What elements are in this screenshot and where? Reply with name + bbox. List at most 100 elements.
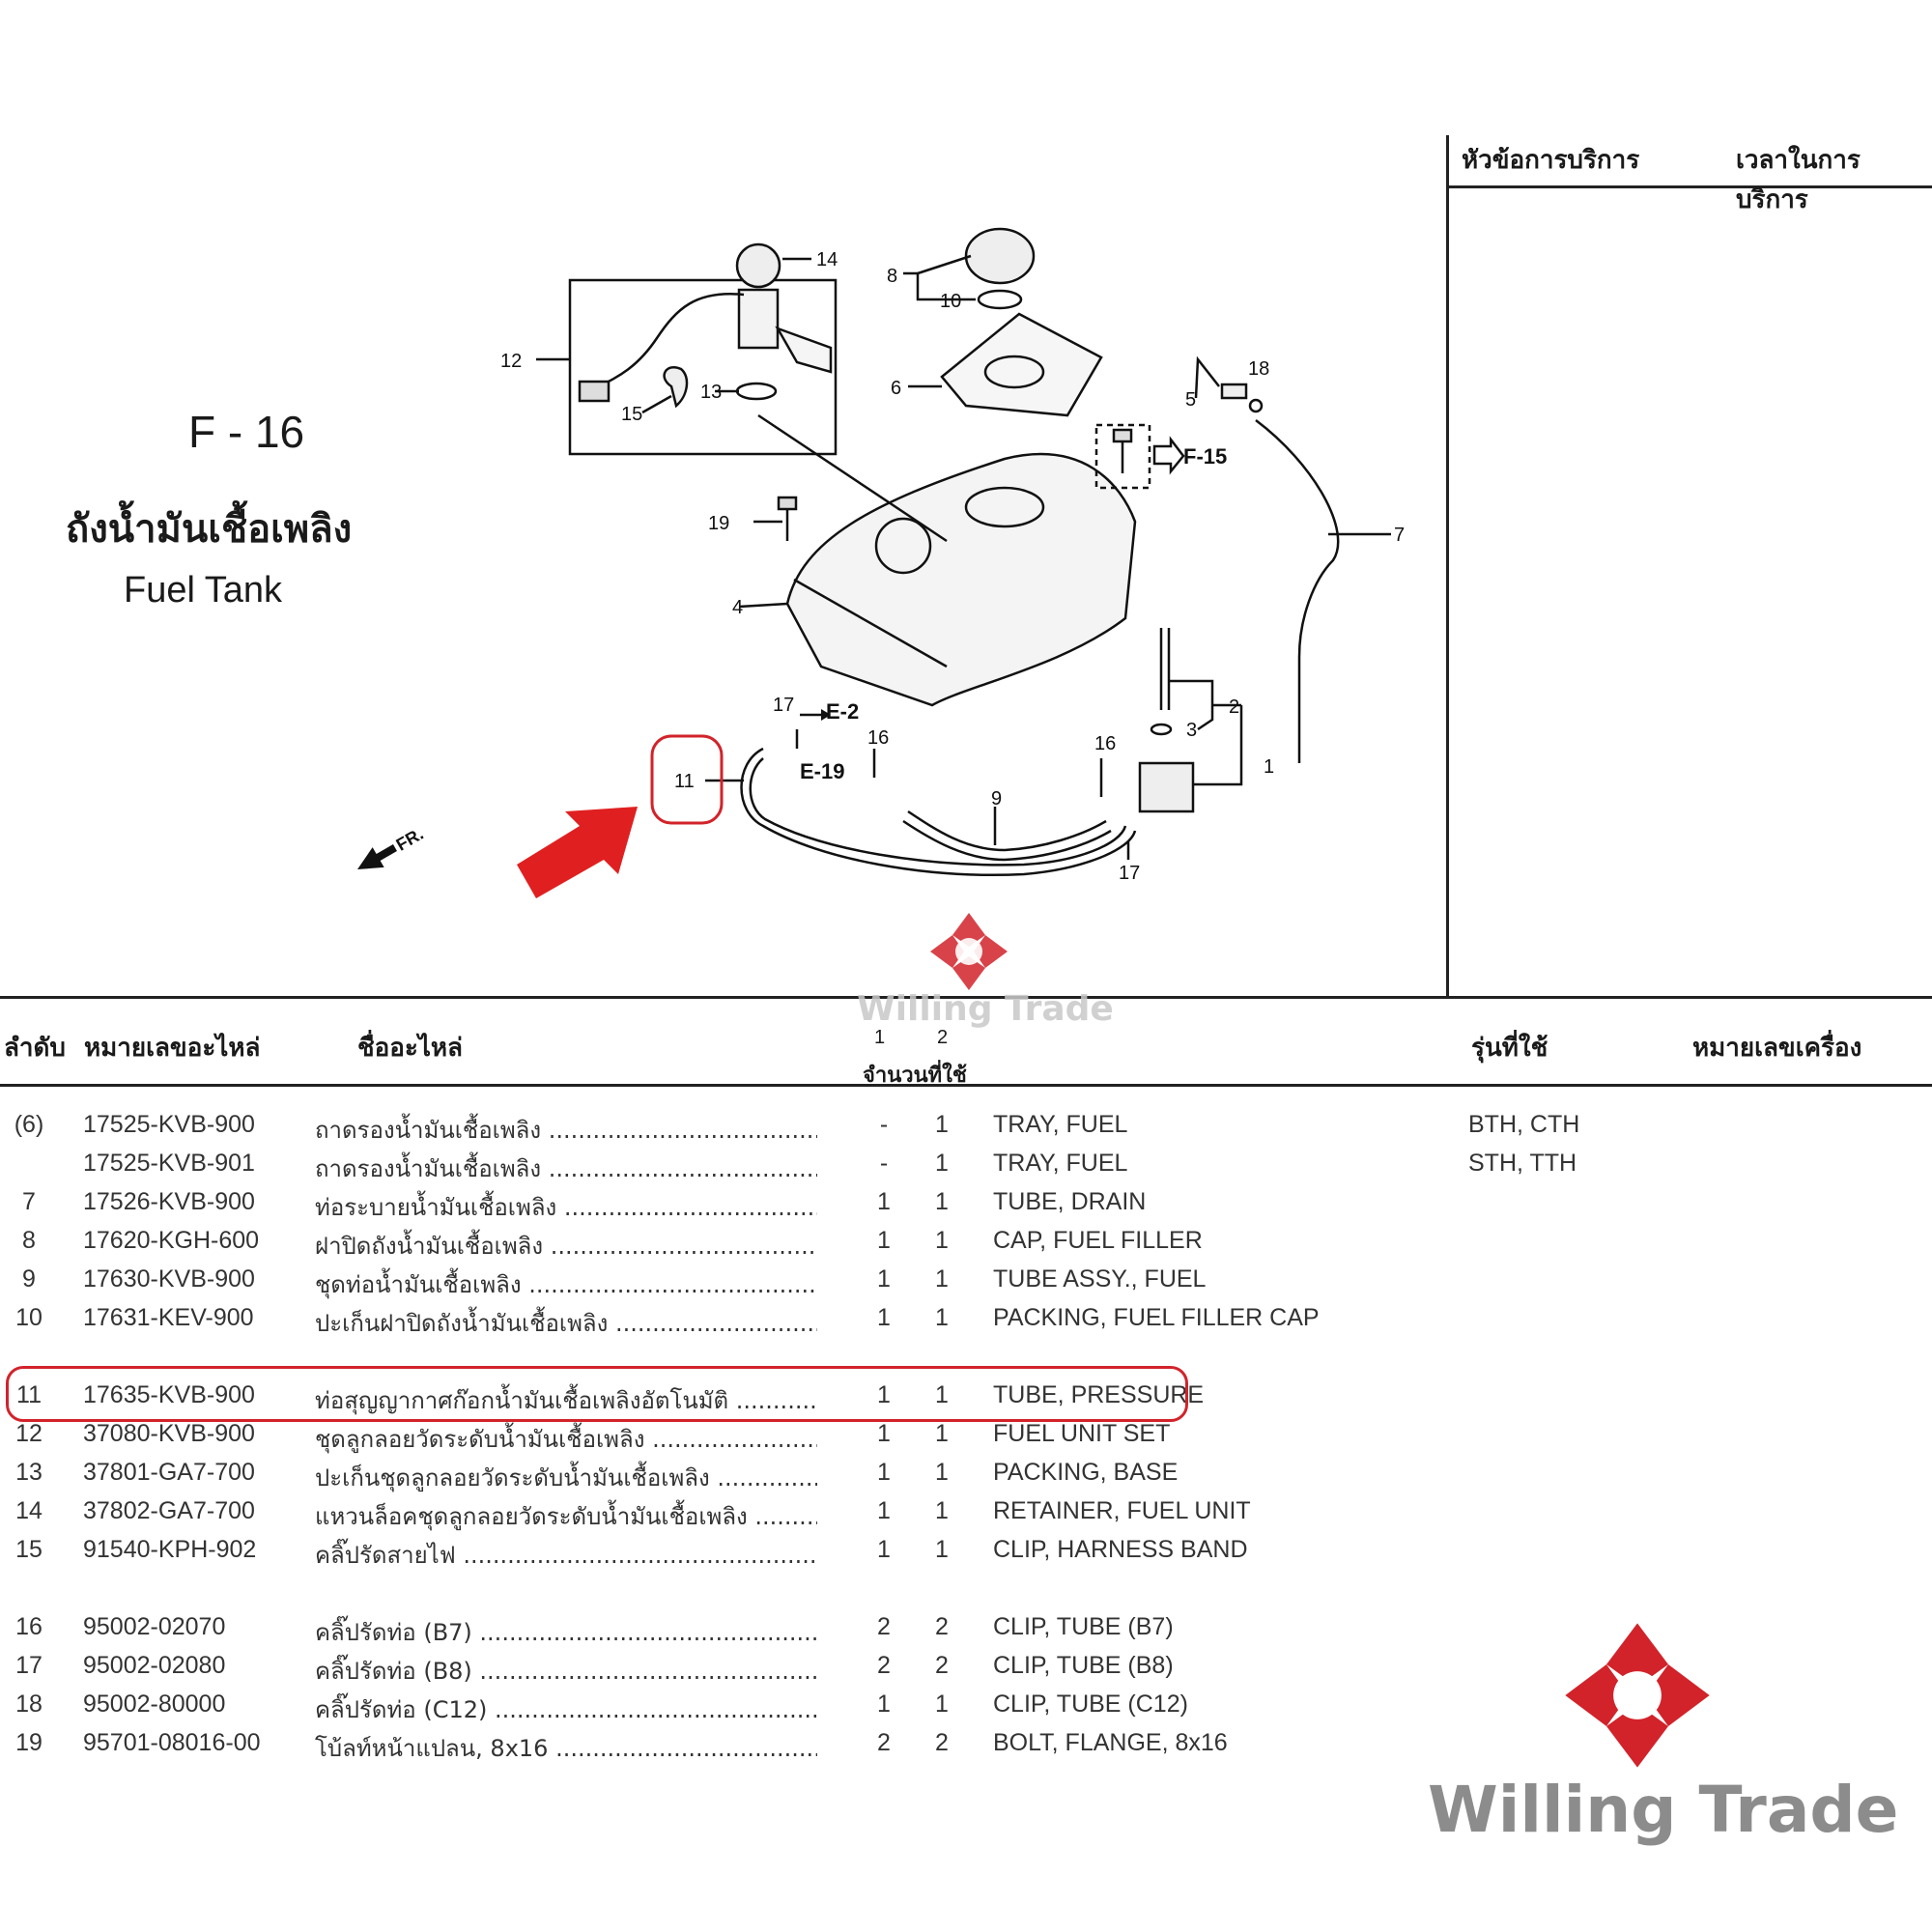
row-qty-2: 1 (935, 1536, 949, 1563)
row-ref: 19 (15, 1729, 43, 1756)
fuel-unit-set-bracket (568, 278, 838, 456)
row-name-english: CAP, FUEL FILLER (993, 1227, 1203, 1254)
callout-6: 6 (891, 378, 901, 399)
row-name-thai: โบ้ลท์หน้าแปลน, 8x16 ...................… (315, 1729, 817, 1767)
row-qty-1: 1 (877, 1227, 891, 1254)
fuel-filler-cap (964, 227, 1036, 285)
row-name-thai: คลิ๊ปรัดท่อ (C12) ......................… (315, 1690, 817, 1728)
callout-10: 10 (940, 291, 961, 312)
row-ref: 15 (15, 1536, 43, 1563)
dot-leader: ........................................… (555, 1735, 817, 1762)
row-name-english: TUBE, PRESSURE (993, 1381, 1205, 1408)
row-ref: 11 (16, 1381, 42, 1408)
row-model: STH, TTH (1468, 1150, 1577, 1177)
row-11-highlight (6, 1366, 1188, 1422)
row-part-number: 37802-GA7-700 (83, 1497, 255, 1524)
dot-leader: ........................................… (494, 1696, 817, 1723)
exploded-diagram: 14 12 15 13 8 10 6 18 5 7 19 4 2 3 1 17 … (357, 227, 1405, 898)
row-name-english: RETAINER, FUEL UNIT (993, 1497, 1251, 1524)
row-name-thai: คลิ๊ปรัดท่อ (B7) .......................… (315, 1613, 817, 1651)
table-row: 14 37802-GA7-700 แหวนล็อคชุดลูกลอยวัดระดับ… (0, 1497, 1932, 1534)
row-part-number: 95701-08016-00 (83, 1729, 261, 1756)
row-name-english: TRAY, FUEL (993, 1111, 1128, 1138)
fuel-unit-harness (598, 292, 745, 388)
callout-17b: 17 (1119, 863, 1140, 884)
ref-f15-box (1094, 423, 1151, 490)
header-qty-2: 2 (937, 1027, 949, 1048)
row-name-thai: แหวนล็อคชุดลูกลอยวัดระดับน้ำมันเชื้อเพลิ… (315, 1497, 817, 1535)
row-qty-1: 2 (877, 1652, 891, 1679)
row-qty-1: 1 (877, 1381, 891, 1408)
callout-2: 2 (1229, 696, 1239, 718)
service-panel-divider (1446, 135, 1449, 997)
row-ref: 13 (15, 1459, 43, 1486)
callout-12: 12 (500, 351, 522, 372)
row-name-thai: ฝาปิดถังน้ำมันเชื้อเพลิง ...............… (315, 1227, 817, 1264)
row-ref: 10 (15, 1304, 43, 1331)
row-qty-1: 1 (877, 1265, 891, 1293)
header-ref: ลำดับ (4, 1034, 66, 1063)
callout-7: 7 (1394, 525, 1405, 546)
table-row: 19 95701-08016-00 โบ้ลท์หน้าแปลน, 8x16 ...… (0, 1729, 1932, 1766)
row-name-thai: ถาดรองน้ำมันเชื้อเพลิง .................… (315, 1111, 817, 1149)
tray-filler-neck (983, 355, 1045, 389)
tank-fuel-unit-port (874, 517, 932, 575)
callout-16a: 16 (867, 727, 889, 749)
page-title-thai: ถังน้ำมันเชื้อเพลิง (66, 507, 353, 552)
row-qty-2: 2 (935, 1729, 949, 1756)
row-ref: 14 (15, 1497, 43, 1524)
row-name-english: BOLT, FLANGE, 8x16 (993, 1729, 1228, 1756)
row-name-english: CLIP, HARNESS BAND (993, 1536, 1248, 1563)
row-part-number: 95002-02080 (83, 1652, 226, 1679)
harness-band-clip (663, 366, 689, 409)
watermark-logo-small (930, 913, 1008, 990)
callout-18: 18 (1248, 358, 1269, 380)
svg-text:FR.: FR. (393, 824, 427, 855)
dot-leader: ........................................… (652, 1426, 817, 1453)
callout-15: 15 (621, 404, 642, 425)
row-qty-2: 1 (935, 1690, 949, 1718)
dot-leader: ........................................… (463, 1542, 817, 1569)
fuel-filler-cap-packing (977, 289, 1023, 310)
ref-f15: F-15 (1183, 444, 1227, 469)
fuel-cock (1138, 761, 1195, 813)
row-name-english: CLIP, TUBE (B8) (993, 1652, 1174, 1679)
callout-11: 11 (674, 771, 695, 792)
row-model: BTH, CTH (1468, 1111, 1580, 1138)
table-top-rule (0, 996, 1932, 999)
row-name-english: PACKING, BASE (993, 1459, 1179, 1486)
row-name-thai: ท่อระบายน้ำมันเชื้อเพลิง ...............… (315, 1188, 817, 1226)
callout-5: 5 (1185, 389, 1196, 411)
dot-leader: ........................................… (754, 1503, 817, 1530)
row-qty-2: 1 (935, 1150, 949, 1177)
row-qty-1: 1 (877, 1420, 891, 1447)
row-qty-1: 1 (877, 1536, 891, 1563)
header-part-number: หมายเลขอะไหล่ (84, 1034, 261, 1063)
row-part-number: 17635-KVB-900 (83, 1381, 255, 1408)
dot-leader: ........................................… (548, 1155, 817, 1182)
header-part-name: ชื่ออะไหล่ (357, 1034, 463, 1063)
callout-14: 14 (816, 249, 838, 270)
dot-leader: ........................................… (735, 1387, 817, 1414)
row-name-thai: ท่อสุญญากาศก๊อกน้ำมันเชื้อเพลิงอัตโนมัติ… (315, 1381, 817, 1419)
row-qty-2: 2 (935, 1613, 949, 1640)
row-qty-1: 2 (877, 1613, 891, 1640)
row-qty-2: 1 (935, 1188, 949, 1215)
fuel-tube (907, 810, 1107, 852)
row-ref: 8 (22, 1227, 36, 1254)
row-ref: 9 (22, 1265, 36, 1293)
row-name-thai: ชุดลูกลอยวัดระดับน้ำมันเชื้อเพลิง ......… (315, 1420, 817, 1458)
fuel-unit-body (737, 288, 780, 350)
callout-3: 3 (1186, 720, 1197, 741)
callout-17a: 17 (773, 695, 794, 716)
row-name-english: CLIP, TUBE (C12) (993, 1690, 1188, 1718)
row-ref: 16 (15, 1613, 43, 1640)
figure-code: F - 16 (188, 407, 305, 457)
service-topic-header: หัวข้อการบริการ (1462, 146, 1640, 175)
callout-13: 13 (700, 382, 722, 403)
row-part-number: 17525-KVB-901 (83, 1150, 255, 1177)
table-row: 11 17635-KVB-900 ท่อสุญญากาศก๊อกน้ำมันเชื้… (0, 1381, 1932, 1418)
row-ref: 17 (15, 1652, 43, 1679)
row-qty-2: 2 (935, 1652, 949, 1679)
